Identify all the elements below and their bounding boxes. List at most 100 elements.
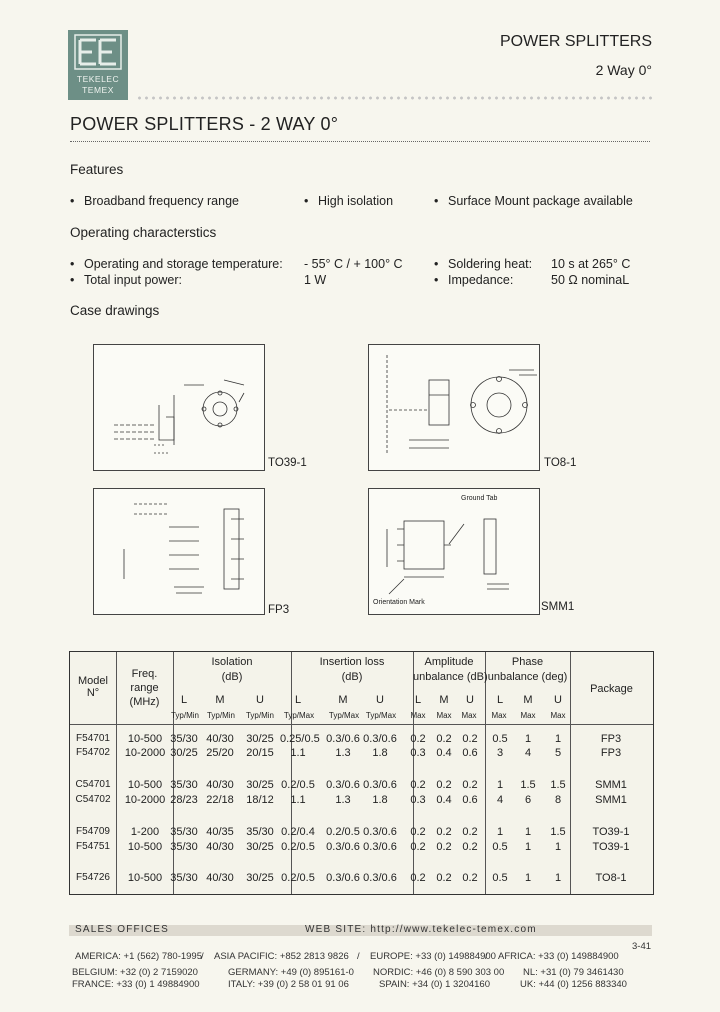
table-cell: 0.2 — [462, 841, 478, 853]
table-cell: 10-2000 — [124, 747, 166, 759]
table-cell: 0.2 — [410, 841, 426, 853]
table-cell: 1 — [524, 826, 532, 838]
table-cell: 1.8 — [372, 747, 388, 759]
table-cell: 40/30 — [206, 733, 234, 745]
table-cell: 35/30 — [170, 841, 198, 853]
table-cell: 35/30 — [170, 872, 198, 884]
table-cell: 25/20 — [206, 747, 234, 759]
contact-belgium: BELGIUM: +32 (0) 2 7159020 — [72, 967, 198, 978]
table-cell: 0.2/0.5 — [281, 779, 315, 791]
smm1-outline-icon — [386, 518, 509, 595]
th-package: Package — [590, 683, 633, 695]
table-cell: 0.2 — [436, 841, 452, 853]
table-cell: 0.3/0.6 — [326, 733, 360, 745]
table-cell: FP3 — [600, 747, 622, 759]
table-cell-model: F54726 — [76, 872, 110, 883]
table-cell: 0.2/0.5 — [281, 872, 315, 884]
th-sub-letter: L — [414, 694, 422, 706]
table-cell: 0.5 — [492, 733, 508, 745]
logo-text-1: TEKELEC — [76, 74, 120, 84]
contact-italy: ITALY: +39 (0) 2 58 01 91 06 — [228, 979, 349, 990]
table-cell: 1 — [496, 779, 504, 791]
th-sub-letter: M — [215, 694, 225, 706]
table-cell: 8 — [554, 794, 562, 806]
feature-item: •High isolation — [304, 194, 394, 208]
th-sub-letter: M — [523, 694, 533, 706]
table-cell-model: F54702 — [76, 747, 110, 758]
table-cell-model: F54701 — [76, 733, 110, 744]
table-cell: 0.2/0.5 — [281, 841, 315, 853]
title-rule — [70, 141, 650, 142]
case-heading: Case drawings — [70, 303, 160, 318]
table-cell: 0.3 — [410, 747, 426, 759]
table-cell: 35/30 — [170, 826, 198, 838]
dotted-divider — [136, 96, 656, 100]
table-cell: 0.3/0.6 — [326, 841, 360, 853]
table-cell: 10-500 — [127, 779, 163, 791]
table-cell: 40/30 — [206, 872, 234, 884]
table-cell: 28/23 — [170, 794, 198, 806]
th-sub-unit: Typ/Min — [170, 711, 199, 720]
contact-europe: EUROPE: +33 (0) 149884900 — [370, 951, 496, 962]
table-cell: 0.2 — [462, 779, 478, 791]
table-cell: 0.2 — [436, 872, 452, 884]
table-cell: 1 — [496, 826, 504, 838]
table-cell-model: F54709 — [76, 826, 110, 837]
table-cell: 0.2 — [436, 826, 452, 838]
logo-mark-icon — [74, 34, 122, 70]
contact-nl: NL: +31 (0) 79 3461430 — [523, 967, 624, 978]
spec-power-label: •Total input power: — [70, 273, 182, 287]
table-cell: 40/30 — [206, 841, 234, 853]
spec-solder-label: •Soldering heat: — [434, 257, 533, 271]
note-ground-tab: Ground Tab — [461, 495, 498, 502]
th-sub-unit: Typ/Min — [206, 711, 235, 720]
table-cell: 1.5 — [520, 779, 536, 791]
page-title: POWER SPLITTERS - 2 WAY 0° — [70, 114, 339, 134]
table-cell: 4 — [496, 794, 504, 806]
operating-heading: Operating characterstics — [70, 225, 217, 240]
table-cell: TO39-1 — [592, 841, 630, 853]
table-cell: 35/30 — [246, 826, 274, 838]
table-cell: 0.5 — [492, 872, 508, 884]
contact-nordic: NORDIC: +46 (0) 8 590 303 00 — [373, 967, 505, 978]
th-sub-unit: Typ/Min — [245, 711, 274, 720]
company-logo: TEKELEC TEMEX — [68, 30, 128, 100]
table-cell: 1.3 — [335, 794, 351, 806]
to39-outline-icon — [114, 379, 245, 454]
table-cell: 0.2 — [436, 733, 452, 745]
table-cell: 30/25 — [246, 733, 274, 745]
to8-outline-icon — [386, 355, 537, 455]
drawing-to8 — [368, 344, 540, 471]
th-sub-letter: L — [180, 694, 188, 706]
contact-africa: AFRICA: +33 (0) 149884900 — [498, 951, 619, 962]
label-to39: TO39-1 — [268, 457, 307, 469]
table-cell: 0.25/0.5 — [280, 733, 320, 745]
table-cell-model: F54751 — [76, 841, 110, 852]
logo-text-2: TEMEX — [82, 85, 114, 95]
table-cell: 0.5 — [492, 841, 508, 853]
table-cell: 0.2 — [462, 826, 478, 838]
th-freq: Freq.range(MHz) — [129, 668, 160, 708]
table-cell: 3 — [496, 747, 504, 759]
contact-uk: UK: +44 (0) 1256 883340 — [520, 979, 627, 990]
table-cell: 0.3/0.6 — [326, 872, 360, 884]
table-cell: 0.6 — [462, 794, 478, 806]
table-cell: 0.4 — [436, 747, 452, 759]
footer-bar — [69, 925, 652, 936]
note-orientation: Orientation Mark — [373, 599, 425, 606]
th-sub-letter: L — [496, 694, 504, 706]
table-cell: 0.2 — [462, 872, 478, 884]
table-cell: 4 — [524, 747, 532, 759]
header-title: POWER SPLITTERS — [499, 33, 652, 50]
table-cell: 20/15 — [246, 747, 274, 759]
table-cell: FP3 — [600, 733, 622, 745]
table-cell: 1 — [554, 841, 562, 853]
table-cell: 1.3 — [335, 747, 351, 759]
table-cell: 1.5 — [550, 779, 566, 791]
table-cell: 35/30 — [170, 733, 198, 745]
table-cell: 1.8 — [372, 794, 388, 806]
table-cell: 0.6 — [462, 747, 478, 759]
contact-sep: / — [357, 951, 360, 962]
